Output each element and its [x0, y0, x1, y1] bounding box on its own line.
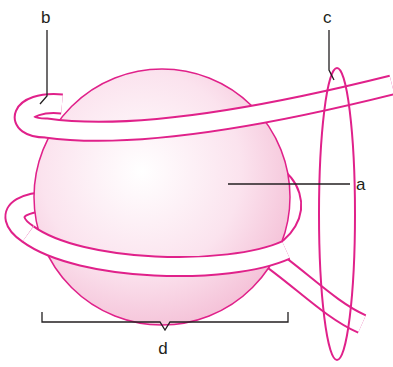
part-label: a	[356, 176, 365, 193]
leader-line	[40, 30, 47, 104]
leader-line	[329, 30, 334, 80]
part-label: d	[158, 340, 167, 357]
part-label: b	[41, 9, 50, 26]
linker-histone-ring	[319, 68, 355, 360]
part-label: c	[323, 9, 332, 26]
leader-line	[228, 183, 350, 184]
bracket	[42, 312, 288, 330]
